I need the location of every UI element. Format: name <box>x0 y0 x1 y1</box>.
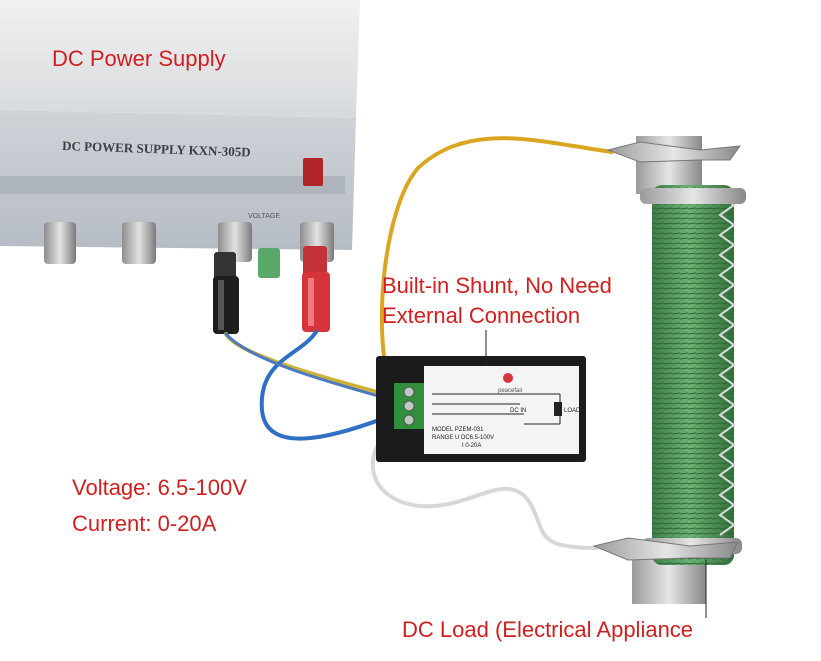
psu-red-terminal <box>303 246 327 278</box>
resistor-winding <box>652 185 734 565</box>
meter-model-text: MODEL PZEM-031 <box>432 427 484 433</box>
meter-load-text: LOAD <box>564 408 581 414</box>
black-yellow-wire <box>224 332 402 400</box>
banana-plug-red <box>302 272 330 332</box>
psu-model-text: DC POWER SUPPLY KXN-305D <box>62 138 251 160</box>
screw-icon <box>403 386 415 398</box>
psu-green-terminal <box>258 248 280 278</box>
power-supply-label: DC Power Supply <box>52 46 226 71</box>
screw-icon <box>403 414 415 426</box>
dc-load-label: DC Load (Electrical Appliance <box>402 617 694 642</box>
voltage-spec-label: Voltage: 6.5-100V <box>72 475 247 500</box>
alligator-clip-top <box>606 141 742 163</box>
psu-panel-strip <box>0 176 345 194</box>
shunt-label-line2: External Connection <box>382 303 581 328</box>
meter-brand-text: peacefair <box>498 388 523 394</box>
banana-plug-black <box>213 276 239 334</box>
alligator-clip-bottom <box>592 537 739 561</box>
meter-range-i-text: I 0-20A <box>462 443 481 449</box>
screw-icon <box>403 400 415 412</box>
meter-module: peacefair DC IN LOAD MODEL PZEM-031 RANG… <box>376 356 586 462</box>
meter-range-v-text: RANGE U DC6.5-100V <box>432 435 494 441</box>
knob-icon <box>44 222 76 264</box>
meter-label-panel <box>424 366 579 454</box>
shunt-label-line1: Built-in Shunt, No Need <box>382 273 612 298</box>
brand-logo-icon <box>503 373 513 383</box>
resistor-load <box>632 136 746 604</box>
resistor-spring <box>717 194 736 536</box>
meter-dcin-text: DC IN <box>510 408 526 414</box>
psu-black-terminal <box>214 252 236 282</box>
blue-wire-2 <box>224 332 402 404</box>
current-spec-label: Current: 0-20A <box>72 511 217 536</box>
meter-shunt-symbol <box>554 402 562 416</box>
yellow-wire <box>379 136 614 394</box>
power-supply-unit: DC POWER SUPPLY KXN-305D VOLTAGE <box>0 0 360 282</box>
resistor-clamp-top <box>640 188 746 204</box>
white-wire <box>370 422 598 550</box>
psu-top-panel <box>0 0 360 118</box>
psu-red-switch <box>303 158 323 186</box>
knob-icon <box>122 222 156 264</box>
blue-wire-1 <box>259 330 402 441</box>
psu-voltage-text: VOLTAGE <box>248 213 280 220</box>
